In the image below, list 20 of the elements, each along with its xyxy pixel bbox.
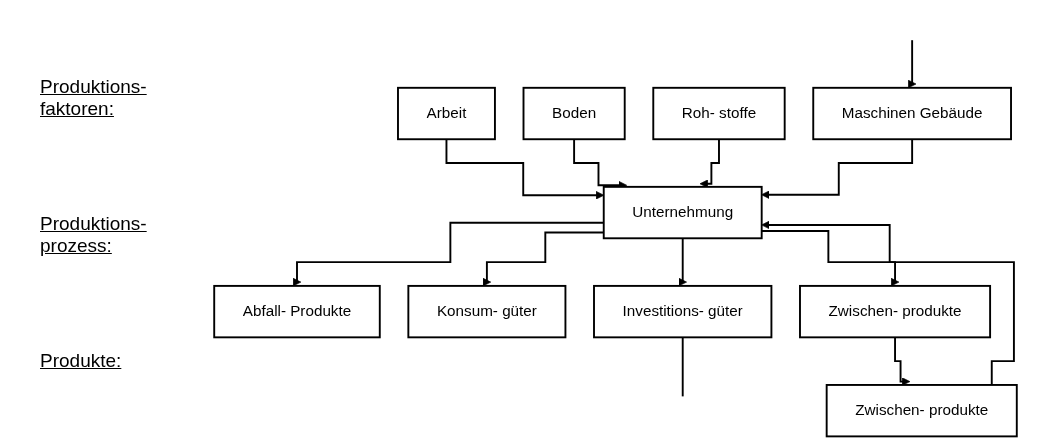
node-box: Roh- stoffe: [652, 86, 786, 141]
row-label: Produktions- prozess:: [40, 213, 148, 257]
arrow: [907, 39, 917, 89]
node-box: Boden: [522, 86, 626, 141]
node-box: Investitions- güter: [593, 284, 773, 339]
node-box: Zwischen- produkte: [799, 284, 992, 339]
arrow: [699, 138, 720, 188]
node-box: Unternehmung: [602, 185, 763, 240]
node-box: Arbeit: [397, 86, 496, 141]
row-label: Produkte:: [40, 349, 123, 372]
arrow: [894, 336, 911, 386]
row-label: Produktions- faktoren:: [40, 76, 148, 121]
arrow: [678, 237, 687, 287]
connector: [681, 336, 684, 398]
arrow: [761, 220, 1015, 386]
node-box: Maschinen Gebäude: [812, 86, 1012, 141]
node-box: Konsum- güter: [407, 284, 567, 339]
node-box: Abfall- Produkte: [213, 284, 381, 339]
arrow: [761, 138, 914, 199]
node-box: Zwischen- produkte: [825, 384, 1018, 438]
